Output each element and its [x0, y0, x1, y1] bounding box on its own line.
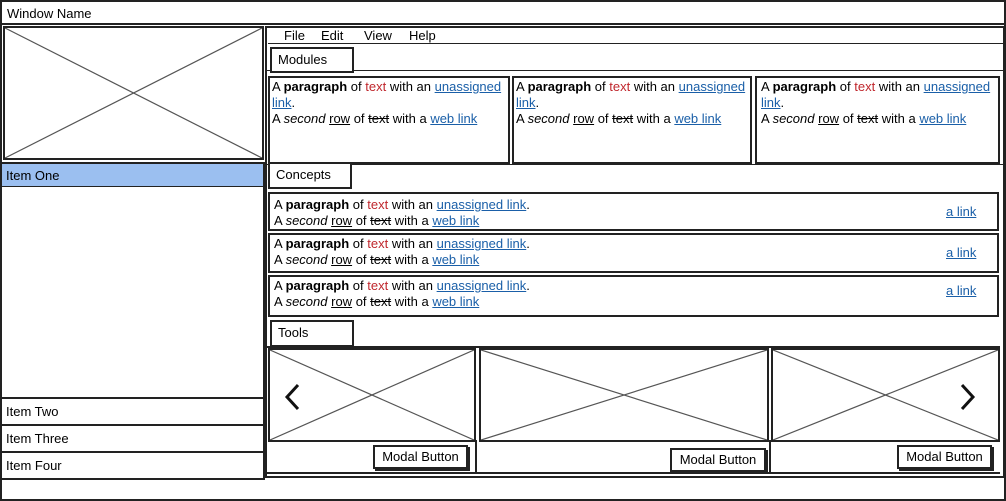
unassigned-link[interactable]: unassigned link	[436, 236, 527, 251]
module-card: A paragraph of text with an unassigned l…	[268, 76, 510, 164]
menu-view[interactable]: View	[364, 28, 392, 43]
sidebar-item-four[interactable]: Item Four	[2, 451, 263, 479]
unassigned-link[interactable]: unassigned link	[516, 79, 746, 110]
sidebar-list	[0, 162, 265, 480]
unassigned-link[interactable]: unassigned link	[272, 79, 502, 110]
concept-row-link[interactable]: a link	[946, 204, 977, 219]
tool-image-placeholder	[268, 348, 476, 442]
tool-image-placeholder	[479, 348, 769, 442]
menu-file[interactable]: File	[284, 28, 305, 43]
sidebar-item-label: Item Two	[6, 404, 59, 419]
sidebar-item-label: Item Three	[6, 431, 69, 446]
modal-button[interactable]: Modal Button	[670, 448, 766, 472]
chevron-left-icon[interactable]	[282, 382, 304, 412]
menu-edit[interactable]: Edit	[321, 28, 344, 43]
window-title: Window Name	[7, 6, 92, 21]
module-card: A paragraph of text with an unassigned l…	[512, 76, 752, 164]
concept-row: A paragraph of text with an unassigned l…	[268, 192, 999, 231]
modules-title: Modules	[278, 52, 328, 67]
window-title-bar: Window Name	[0, 0, 1006, 25]
tools-carousel	[266, 346, 1000, 474]
concept-row: A paragraph of text with an unassigned l…	[268, 275, 999, 317]
sidebar-item-three[interactable]: Item Three	[2, 424, 263, 451]
web-link[interactable]: web link	[674, 111, 722, 126]
tools-title: Tools	[278, 325, 309, 340]
tools-tab[interactable]: Tools	[270, 320, 354, 347]
chevron-right-icon[interactable]	[956, 382, 978, 412]
menu-help[interactable]: Help	[409, 28, 436, 43]
tool-column-divider	[475, 440, 477, 472]
web-link[interactable]: web link	[432, 252, 480, 267]
concept-row-link[interactable]: a link	[946, 245, 977, 260]
logo-image-placeholder	[3, 26, 264, 160]
sidebar-item-label: Item Four	[6, 458, 62, 473]
tool-column-divider	[769, 440, 771, 472]
module-card: A paragraph of text with an unassigned l…	[755, 76, 1000, 164]
unassigned-link[interactable]: unassigned link	[436, 197, 527, 212]
sidebar-item-one[interactable]: Item One	[2, 164, 263, 187]
sidebar-item-two[interactable]: Item Two	[2, 397, 263, 424]
web-link[interactable]: web link	[919, 111, 967, 126]
concepts-tab[interactable]: Concepts	[268, 162, 352, 189]
web-link[interactable]: web link	[432, 213, 480, 228]
unassigned-link[interactable]: unassigned link	[761, 79, 991, 110]
concepts-title: Concepts	[276, 167, 331, 182]
concept-row: A paragraph of text with an unassigned l…	[268, 233, 999, 273]
tool-image-placeholder	[771, 348, 1000, 442]
sidebar-item-label: Item One	[6, 168, 60, 183]
concept-row-link[interactable]: a link	[946, 283, 977, 298]
modules-tab[interactable]: Modules	[270, 47, 354, 73]
modal-button[interactable]: Modal Button	[897, 445, 992, 469]
web-link[interactable]: web link	[430, 111, 478, 126]
web-link[interactable]: web link	[432, 294, 480, 309]
modal-button[interactable]: Modal Button	[373, 445, 468, 469]
unassigned-link[interactable]: unassigned link	[436, 278, 527, 293]
menu-bar: File Edit View Help	[268, 26, 1005, 44]
modules-section	[266, 70, 1004, 165]
